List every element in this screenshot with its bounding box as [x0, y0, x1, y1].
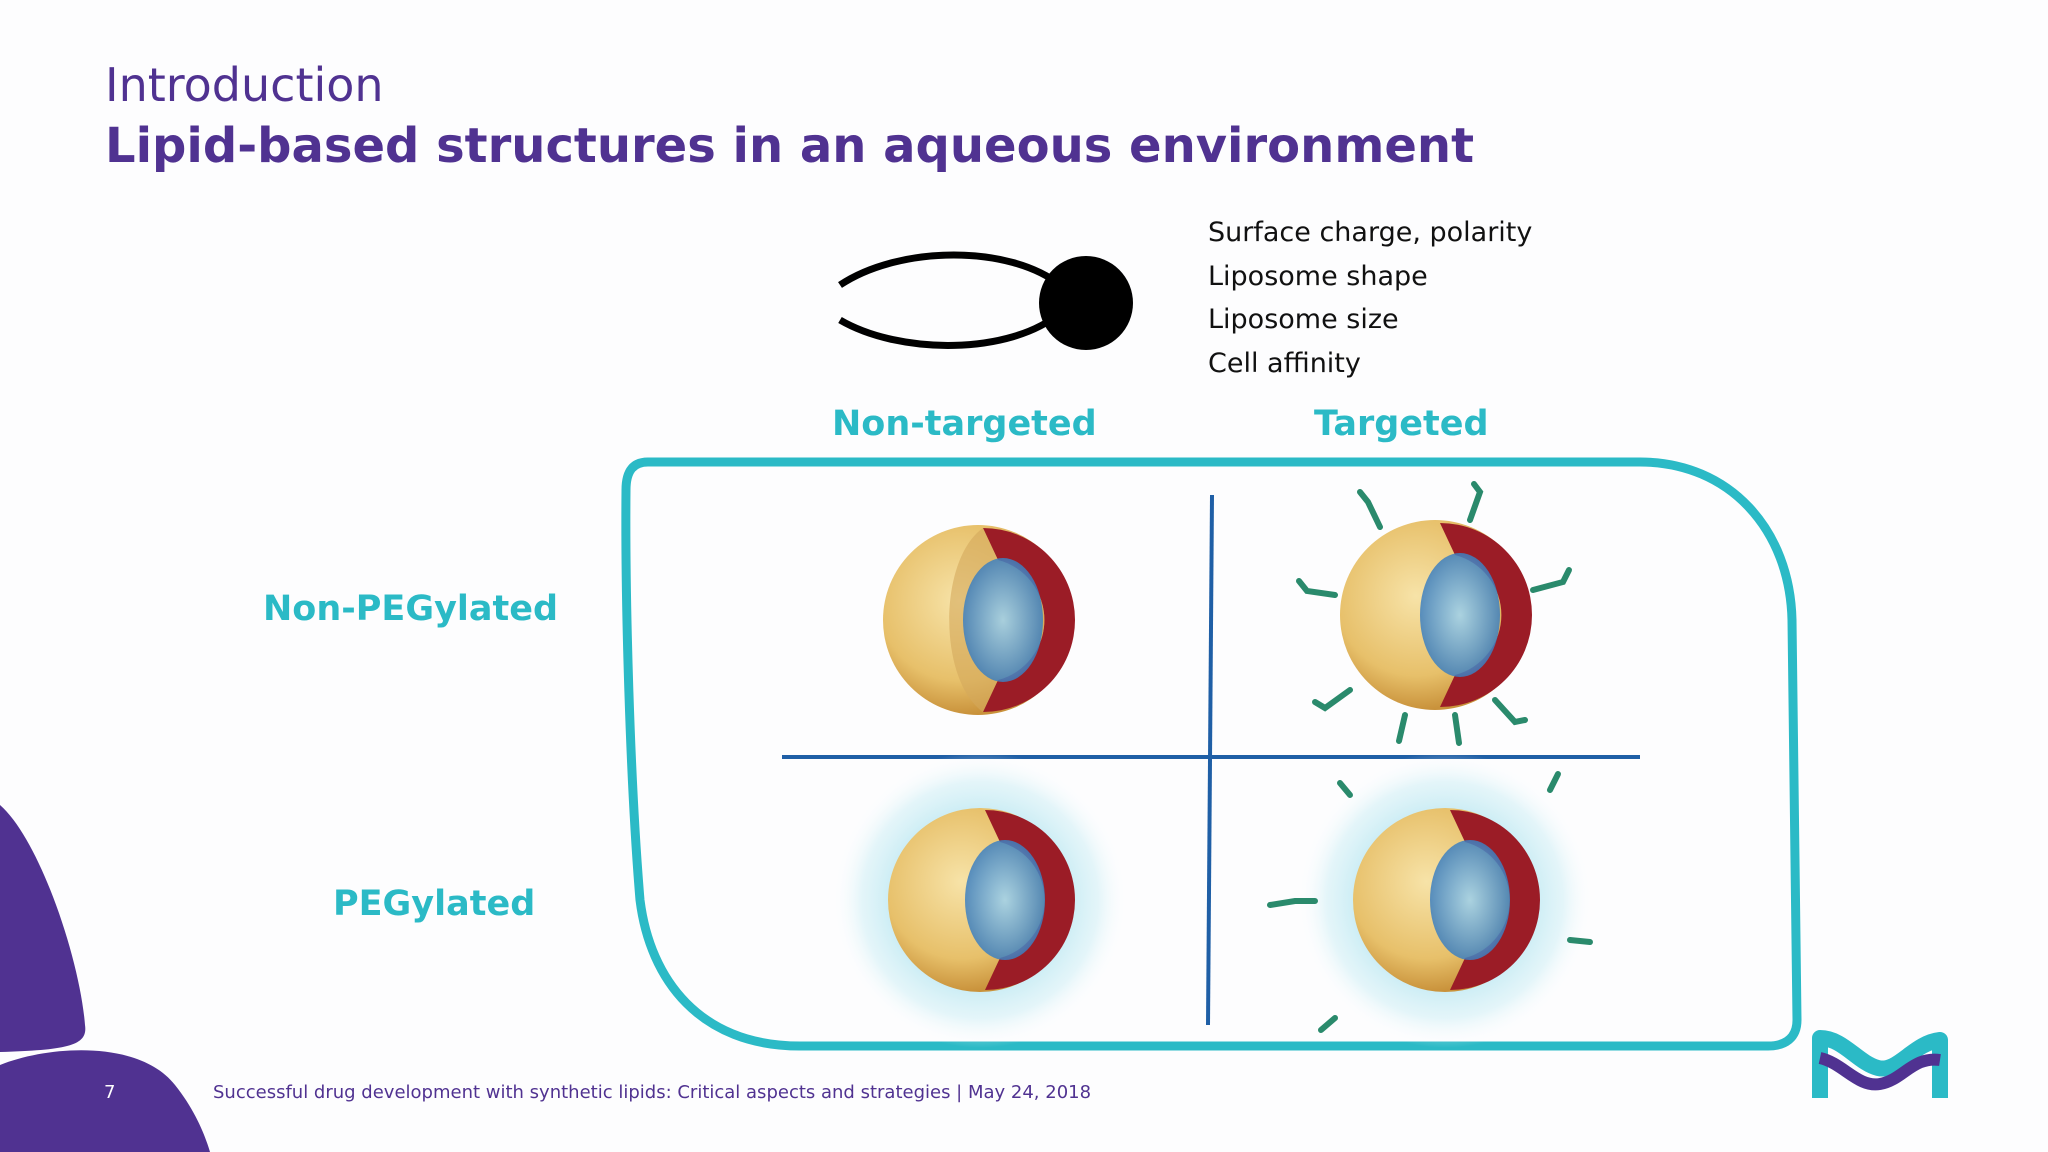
matrix-frame [621, 457, 1802, 1051]
liposome-plain-image [883, 525, 1075, 715]
liposome-targeted-image [1296, 481, 1572, 746]
row-header-non-pegylated: Non-PEGylated [263, 589, 559, 629]
column-header-non-targeted: Non-targeted [832, 404, 1097, 444]
liposome-pegylated-image [832, 752, 1128, 1048]
property-item: Liposome size [1208, 304, 1399, 335]
page-number: 7 [104, 1082, 116, 1103]
footer-text: Successful drug development with synthet… [213, 1082, 1092, 1103]
decorative-blob-lower [0, 1050, 210, 1152]
property-item: Surface charge, polarity [1208, 217, 1533, 248]
decorative-blob [0, 805, 86, 1052]
phospholipid-icon [838, 251, 1133, 350]
liposome-targeted-pegylated-image [1267, 752, 1593, 1048]
property-item: Cell affinity [1208, 348, 1361, 379]
property-item: Liposome shape [1208, 261, 1428, 292]
column-header-targeted: Targeted [1314, 404, 1489, 444]
brand-logo [1812, 1030, 1948, 1098]
matrix-divider-vertical [1206, 494, 1214, 1026]
row-header-pegylated: PEGylated [333, 884, 536, 924]
slide-title: Lipid-based structures in an aqueous env… [105, 118, 1475, 174]
section-eyebrow: Introduction [105, 58, 384, 112]
